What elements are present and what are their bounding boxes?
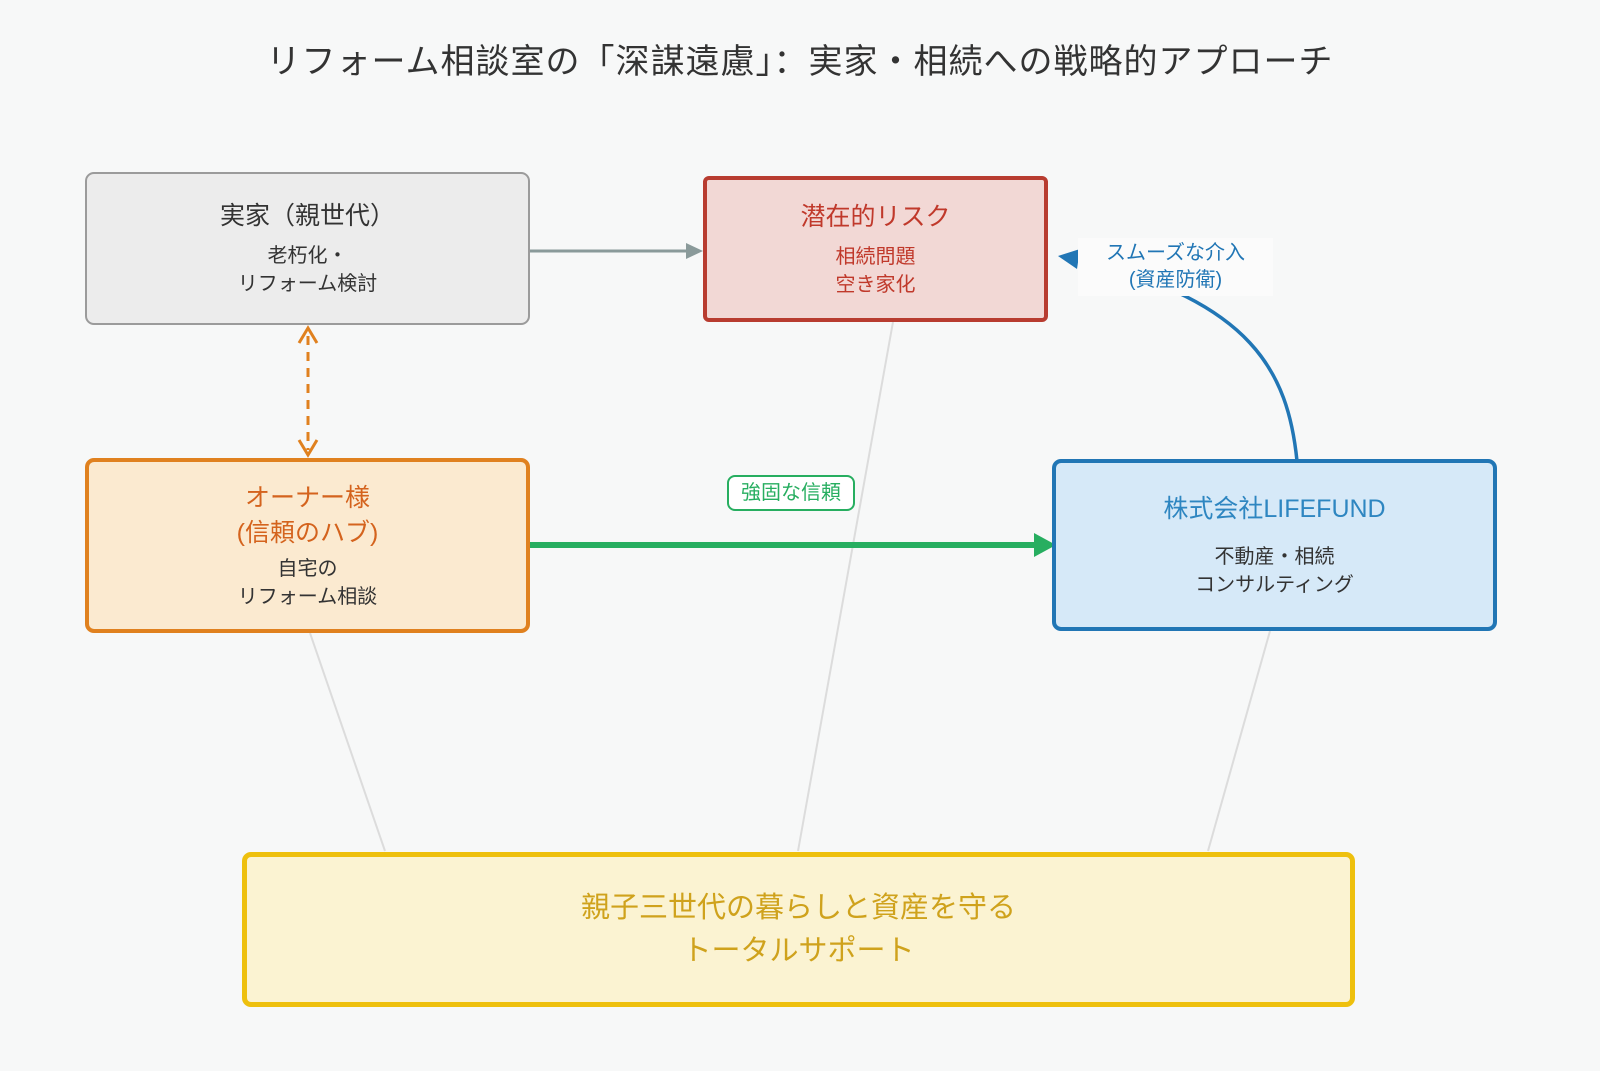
support-link-owner	[309, 632, 386, 852]
node-parents-home-sub-line1: 老朽化・	[267, 245, 348, 267]
node-owner-title-line2: (信頼のハブ)	[236, 518, 379, 547]
node-support: 親子三世代の暮らしと資産を守る トータルサポート	[242, 852, 1355, 1007]
intervention-arrowhead	[1058, 249, 1080, 269]
support-link-risk	[797, 321, 894, 852]
node-lifefund-title: 株式会社LIFEFUND	[1163, 494, 1386, 523]
edge-label-intervention-line2: (資産防衛)	[1128, 269, 1223, 291]
node-owner-sub-line2: リフォーム相談	[237, 585, 378, 608]
risk-arrowhead	[686, 243, 703, 259]
edge-label-intervention-line1: スムーズな介入	[1106, 242, 1245, 264]
trust-arrowhead	[1034, 533, 1056, 557]
node-parents-home-sub-line2: リフォーム検討	[237, 273, 378, 295]
node-risk-title: 潜在的リスク	[800, 202, 951, 231]
node-owner-title-line1: オーナー様	[244, 483, 370, 512]
edge-label-intervention: スムーズな介入 (資産防衛)	[1078, 238, 1273, 296]
node-support-line1: 親子三世代の暮らしと資産を守る	[580, 892, 1016, 925]
diagram-title: リフォーム相談室の「深謀遠慮」：実家・相続への戦略的アプローチ	[266, 43, 1334, 81]
node-owner: オーナー様 (信頼のハブ) 自宅の リフォーム相談	[85, 458, 530, 633]
node-lifefund-sub-line1: 不動産・相続	[1214, 545, 1335, 568]
node-risk-sub: 相続問題 空き家化	[836, 243, 916, 299]
node-lifefund: 株式会社LIFEFUND 不動産・相続 コンサルティング	[1052, 459, 1497, 631]
node-parents-home-sub: 老朽化・ リフォーム検討	[238, 242, 377, 298]
node-owner-sub-line1: 自宅の	[277, 557, 338, 580]
support-link-lifefund	[1207, 630, 1271, 852]
node-support-line2: トータルサポート	[682, 934, 915, 967]
mutual-arrowhead-top	[297, 325, 319, 344]
node-parents-home: 実家（親世代） 老朽化・ リフォーム検討	[85, 172, 530, 325]
node-owner-title: オーナー様 (信頼のハブ)	[237, 481, 379, 551]
node-risk-sub-line1: 相続問題	[835, 245, 916, 268]
node-risk: 潜在的リスク 相続問題 空き家化	[703, 176, 1048, 322]
edge-label-trust: 強固な信頼	[727, 475, 855, 511]
node-lifefund-sub-line2: コンサルティング	[1195, 573, 1354, 596]
node-lifefund-sub: 不動産・相続 コンサルティング	[1195, 543, 1354, 599]
node-parents-home-title: 実家（親世代）	[219, 202, 395, 230]
mutual-arrowhead-bottom	[297, 439, 319, 458]
node-owner-sub: 自宅の リフォーム相談	[238, 555, 377, 611]
node-risk-sub-line2: 空き家化	[835, 273, 916, 296]
